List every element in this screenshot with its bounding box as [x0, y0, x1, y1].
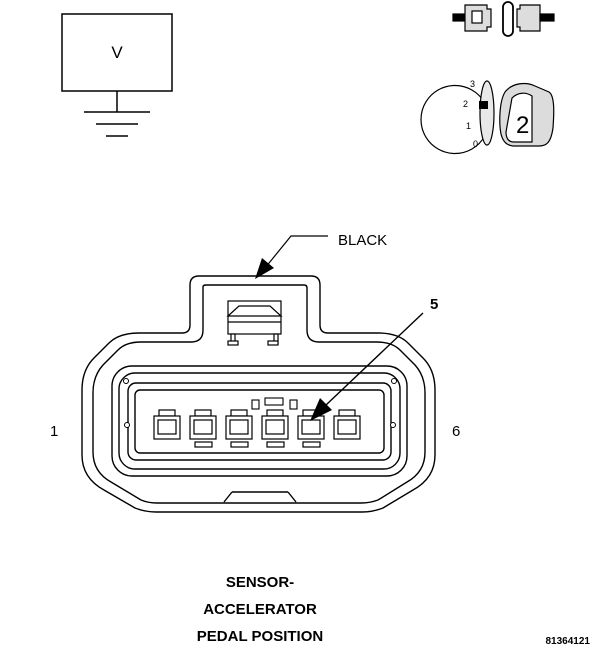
pin-callout-line — [325, 312, 424, 406]
caption-line-2: ACCELERATOR — [203, 601, 317, 618]
disconnect-connector-icon — [452, 1, 555, 37]
cavity-2 — [189, 409, 217, 448]
ignition-position-2: 2 — [463, 99, 468, 109]
mounting-hole — [390, 422, 396, 428]
keying-marks — [251, 397, 298, 410]
voltmeter-label: V — [111, 43, 123, 62]
ignition-position-3: 3 — [470, 79, 475, 89]
ignition-position-0: 0 — [473, 139, 478, 149]
cavity-4 — [261, 409, 289, 448]
connector-color-label: BLACK — [338, 232, 387, 249]
connector-latch — [226, 300, 283, 346]
ignition-switch-icon — [420, 80, 555, 155]
caption-line-1: SENSOR- — [225, 574, 295, 591]
pin-callout-arrow-icon — [310, 398, 332, 421]
mounting-hole — [124, 422, 130, 428]
cavity-6 — [333, 409, 361, 440]
figure-id: 81364121 — [545, 636, 591, 647]
color-leader — [264, 235, 328, 269]
color-arrow-icon — [255, 258, 274, 279]
caption-line-3: PEDAL POSITION — [196, 628, 324, 645]
voltmeter-icon — [61, 13, 173, 137]
mounting-hole — [391, 378, 397, 384]
cavity-1 — [153, 409, 181, 440]
ignition-position-1: 1 — [466, 121, 471, 131]
pin-6-label: 6 — [452, 423, 460, 440]
pin-callout-label: 5 — [430, 296, 438, 313]
mounting-hole — [123, 378, 129, 384]
cavity-3 — [225, 409, 253, 448]
ignition-selected-position: 2 — [516, 112, 529, 139]
pin-1-label: 1 — [50, 423, 58, 440]
connector-housing — [81, 275, 436, 513]
